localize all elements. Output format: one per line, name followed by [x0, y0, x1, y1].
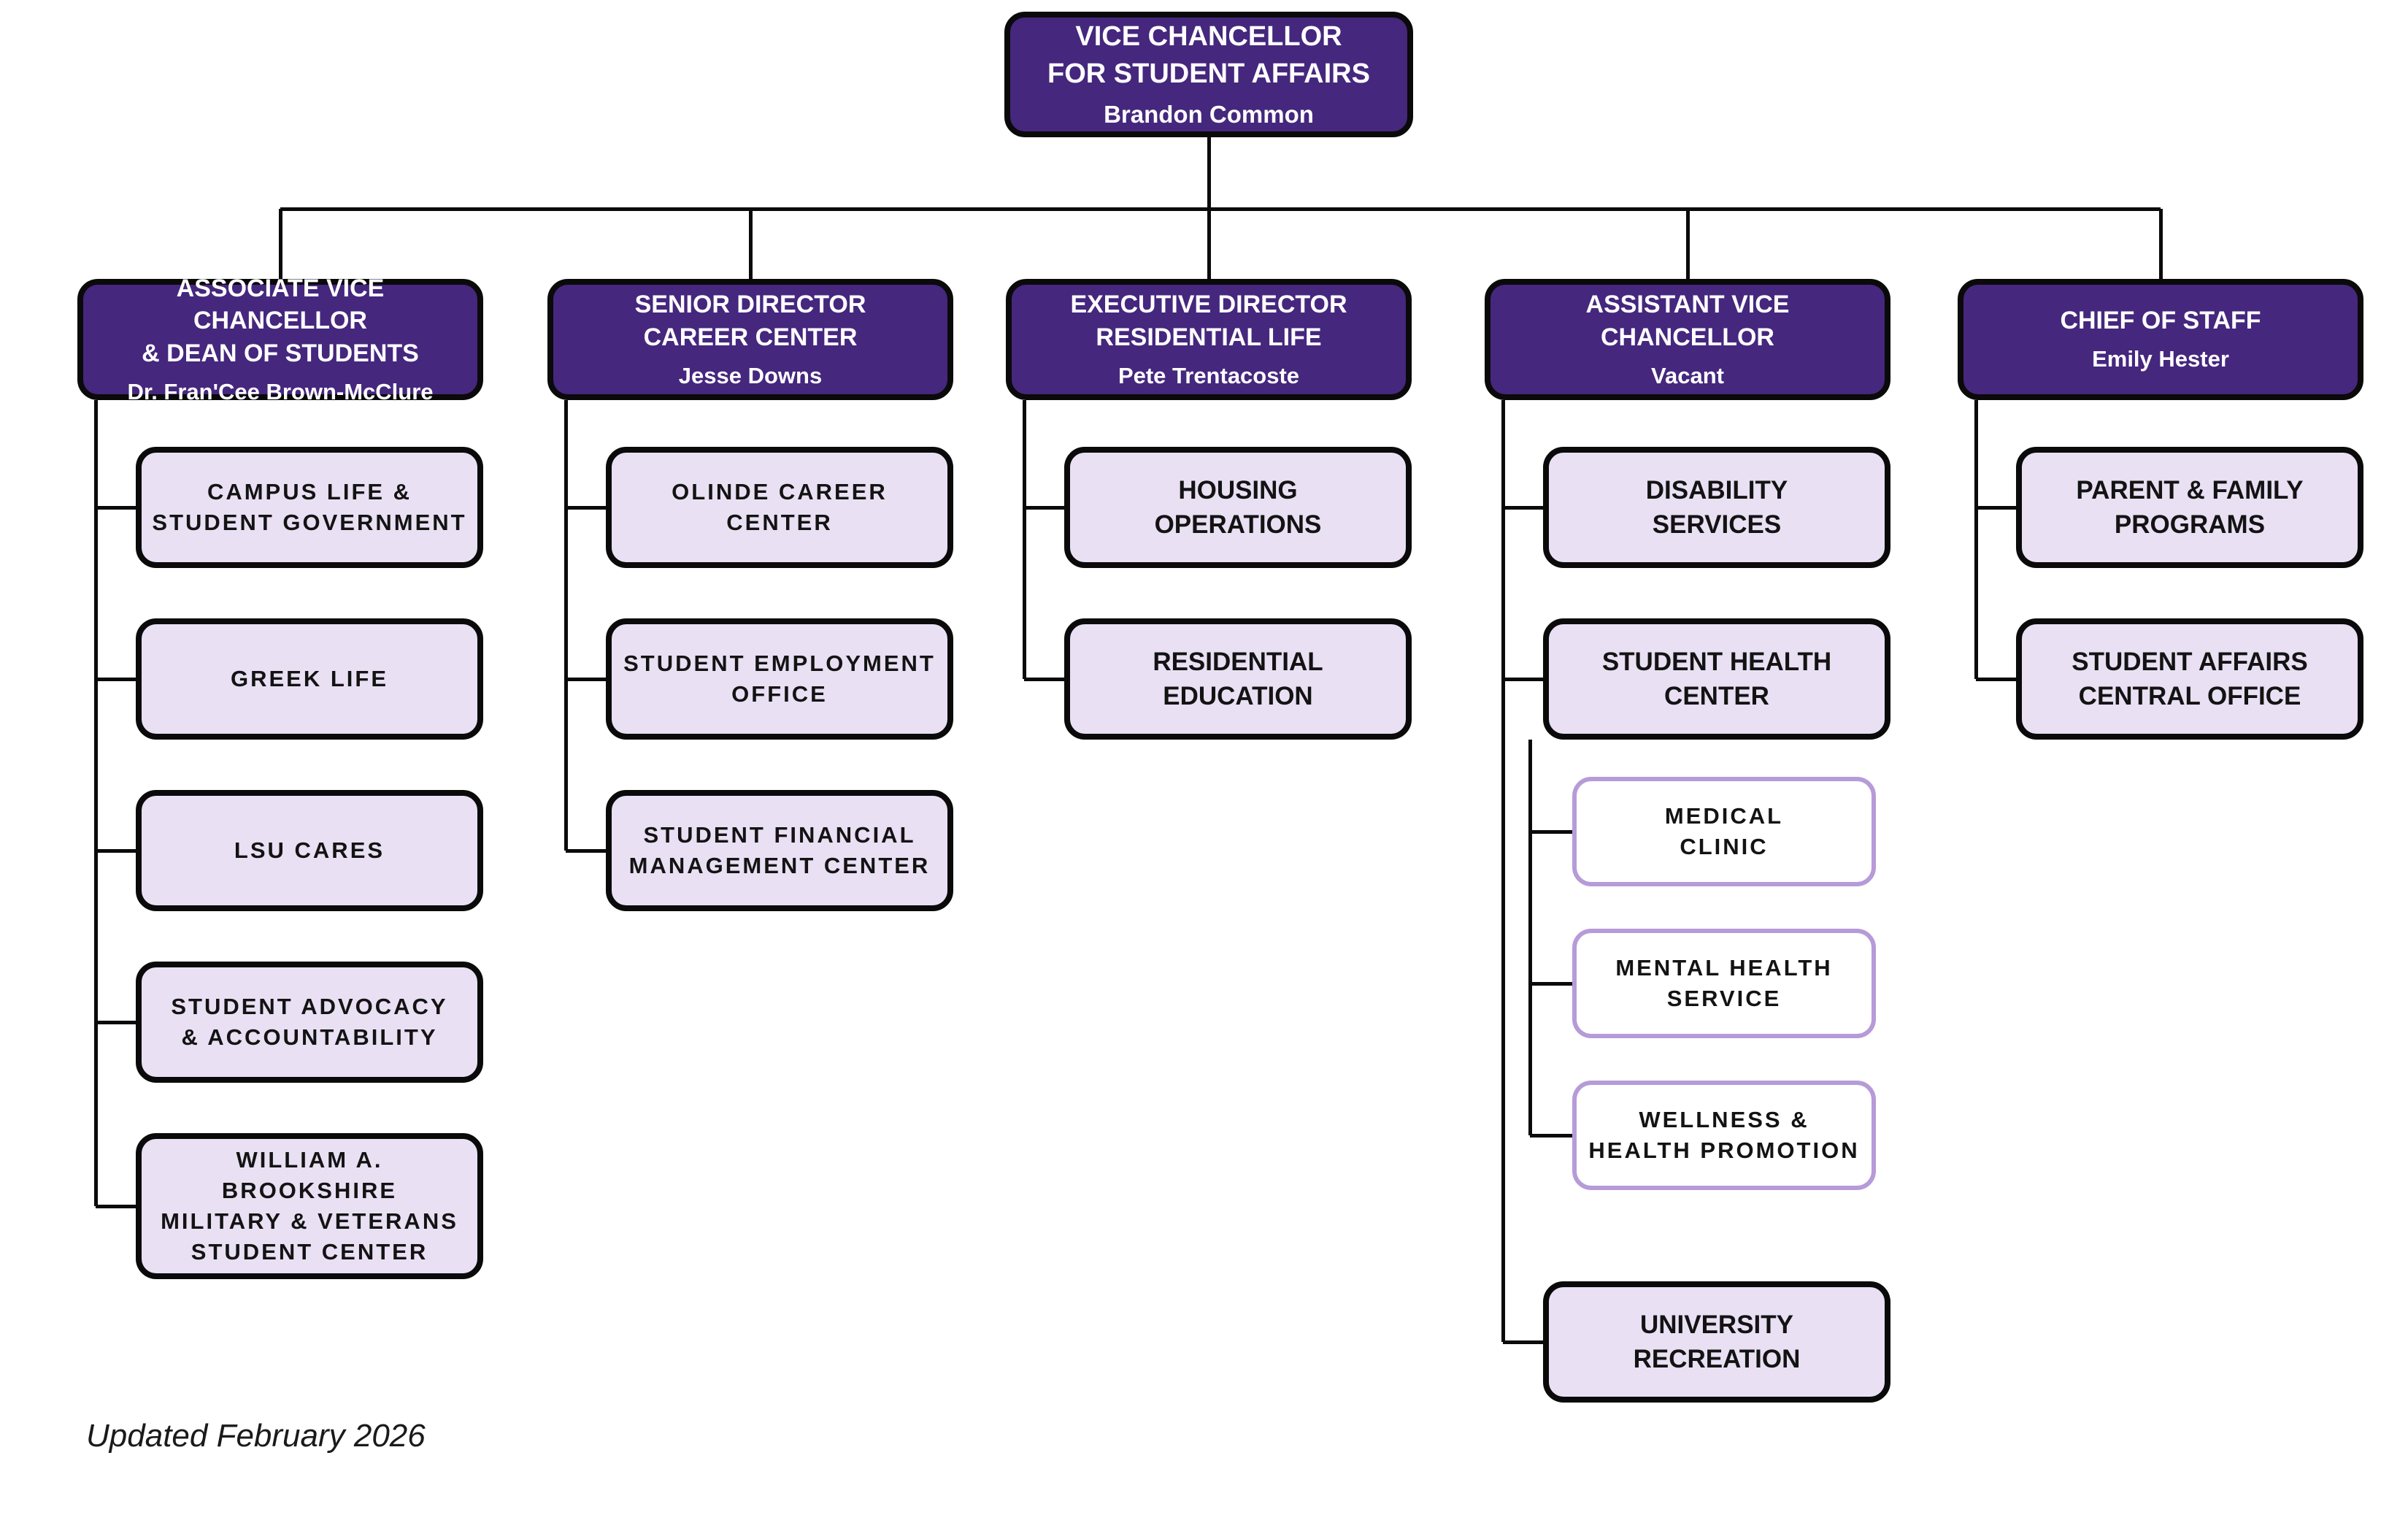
org-child-box: STUDENT ADVOCACY & ACCOUNTABILITY: [136, 962, 483, 1083]
org-sub-box: MENTAL HEALTH SERVICE: [1572, 929, 1876, 1038]
connector-line: [1024, 677, 1064, 681]
org-head-person: Dr. Fran'Cee Brown-McClure: [127, 379, 434, 405]
org-head-title: CHIEF OF STAFF: [2060, 307, 2261, 335]
connector-line: [1976, 505, 2016, 510]
column-drop-connector: [1685, 209, 1690, 279]
org-child-box: WILLIAM A. BROOKSHIRE MILITARY & VETERAN…: [136, 1133, 483, 1279]
org-root-person: Brandon Common: [1104, 100, 1314, 128]
org-head-box: ASSISTANT VICE CHANCELLOR Vacant: [1485, 279, 1890, 400]
connector-line: [566, 848, 606, 853]
connector-line: [1530, 981, 1572, 986]
org-head-box: SENIOR DIRECTOR CAREER CENTER Jesse Downs: [547, 279, 953, 400]
org-child-label: STUDENT HEALTH CENTER: [1601, 647, 1832, 710]
org-child-box: GREEK LIFE: [136, 618, 483, 740]
org-head-person: Pete Trentacoste: [1118, 362, 1300, 388]
org-sub-box: MEDICAL CLINIC: [1572, 777, 1876, 886]
connector-line: [96, 1020, 136, 1024]
org-child-label: GREEK LIFE: [230, 666, 388, 692]
org-child-label: STUDENT FINANCIAL MANAGEMENT CENTER: [628, 822, 931, 878]
child-connector: [1022, 400, 1026, 679]
org-head-title: ASSOCIATE VICE CHANCELLOR & DEAN OF STUD…: [142, 274, 419, 368]
org-child-box: STUDENT FINANCIAL MANAGEMENT CENTER: [606, 790, 953, 911]
connector-line: [96, 677, 136, 681]
bus-connector: [280, 207, 2161, 211]
org-child-label: STUDENT AFFAIRS CENTRAL OFFICE: [2072, 647, 2308, 710]
connector-line: [1976, 677, 2016, 681]
org-child-label: WILLIAM A. BROOKSHIRE MILITARY & VETERAN…: [161, 1147, 458, 1265]
org-head-title: SENIOR DIRECTOR CAREER CENTER: [634, 290, 866, 351]
column-drop-connector: [278, 209, 282, 279]
connector-line: [566, 677, 606, 681]
org-child-box: RESIDENTIAL EDUCATION: [1064, 618, 1412, 740]
org-child-box: LSU CARES: [136, 790, 483, 911]
sub-connector: [1528, 740, 1532, 1135]
org-child-box: STUDENT AFFAIRS CENTRAL OFFICE: [2016, 618, 2363, 740]
connector-line: [1503, 1340, 1543, 1344]
org-head-box: EXECUTIVE DIRECTOR RESIDENTIAL LIFE Pete …: [1006, 279, 1412, 400]
child-connector: [93, 400, 98, 1206]
org-head-person: Emily Hester: [2092, 346, 2229, 372]
org-head-person: Jesse Downs: [678, 362, 823, 388]
connector-line: [1024, 505, 1064, 510]
connector-line: [566, 505, 606, 510]
org-child-box: DISABILITY SERVICES: [1543, 447, 1890, 568]
org-child-label: STUDENT EMPLOYMENT OFFICE: [623, 651, 936, 707]
root-connector: [1207, 136, 1211, 209]
child-connector: [1974, 400, 1978, 679]
column-drop-connector: [2158, 209, 2163, 279]
column-drop-connector: [748, 209, 753, 279]
connector-line: [1530, 1133, 1572, 1138]
org-child-label: UNIVERSITY RECREATION: [1633, 1310, 1801, 1373]
connector-line: [1503, 677, 1543, 681]
org-child-label: CAMPUS LIFE & STUDENT GOVERNMENT: [152, 479, 467, 535]
org-child-box: HOUSING OPERATIONS: [1064, 447, 1412, 568]
connector-line: [96, 1204, 136, 1208]
org-child-label: DISABILITY SERVICES: [1645, 475, 1788, 539]
org-sub-label: MENTAL HEALTH SERVICE: [1615, 955, 1833, 1011]
org-head-title: EXECUTIVE DIRECTOR RESIDENTIAL LIFE: [1070, 290, 1347, 351]
updated-note: Updated February 2026: [86, 1418, 426, 1454]
org-child-box: OLINDE CAREER CENTER: [606, 447, 953, 568]
org-root-box: VICE CHANCELLOR FOR STUDENT AFFAIRS Bran…: [1004, 12, 1413, 137]
org-head-box: CHIEF OF STAFF Emily Hester: [1958, 279, 2363, 400]
org-head-person: Vacant: [1651, 362, 1724, 388]
org-child-label: LSU CARES: [234, 837, 385, 864]
child-connector: [1501, 400, 1505, 1342]
org-child-label: HOUSING OPERATIONS: [1154, 475, 1322, 539]
child-connector: [563, 400, 568, 851]
org-child-box: CAMPUS LIFE & STUDENT GOVERNMENT: [136, 447, 483, 568]
org-child-box: PARENT & FAMILY PROGRAMS: [2016, 447, 2363, 568]
connector-line: [1530, 829, 1572, 834]
connector-line: [96, 848, 136, 853]
org-child-box: STUDENT HEALTH CENTER: [1543, 618, 1890, 740]
org-root-title: VICE CHANCELLOR FOR STUDENT AFFAIRS: [1047, 21, 1370, 89]
org-child-label: RESIDENTIAL EDUCATION: [1153, 647, 1323, 710]
org-head-title: ASSISTANT VICE CHANCELLOR: [1585, 290, 1790, 351]
column-drop-connector: [1207, 209, 1211, 279]
org-sub-label: WELLNESS & HEALTH PROMOTION: [1588, 1107, 1860, 1163]
org-child-box: UNIVERSITY RECREATION: [1543, 1281, 1890, 1403]
org-child-label: STUDENT ADVOCACY & ACCOUNTABILITY: [171, 994, 448, 1050]
connector-line: [96, 505, 136, 510]
org-sub-box: WELLNESS & HEALTH PROMOTION: [1572, 1081, 1876, 1190]
connector-line: [1503, 505, 1543, 510]
org-child-box: STUDENT EMPLOYMENT OFFICE: [606, 618, 953, 740]
org-child-label: OLINDE CAREER CENTER: [672, 479, 888, 535]
org-child-label: PARENT & FAMILY PROGRAMS: [2076, 475, 2304, 539]
org-sub-label: MEDICAL CLINIC: [1664, 803, 1784, 859]
org-head-box: ASSOCIATE VICE CHANCELLOR & DEAN OF STUD…: [77, 275, 483, 404]
